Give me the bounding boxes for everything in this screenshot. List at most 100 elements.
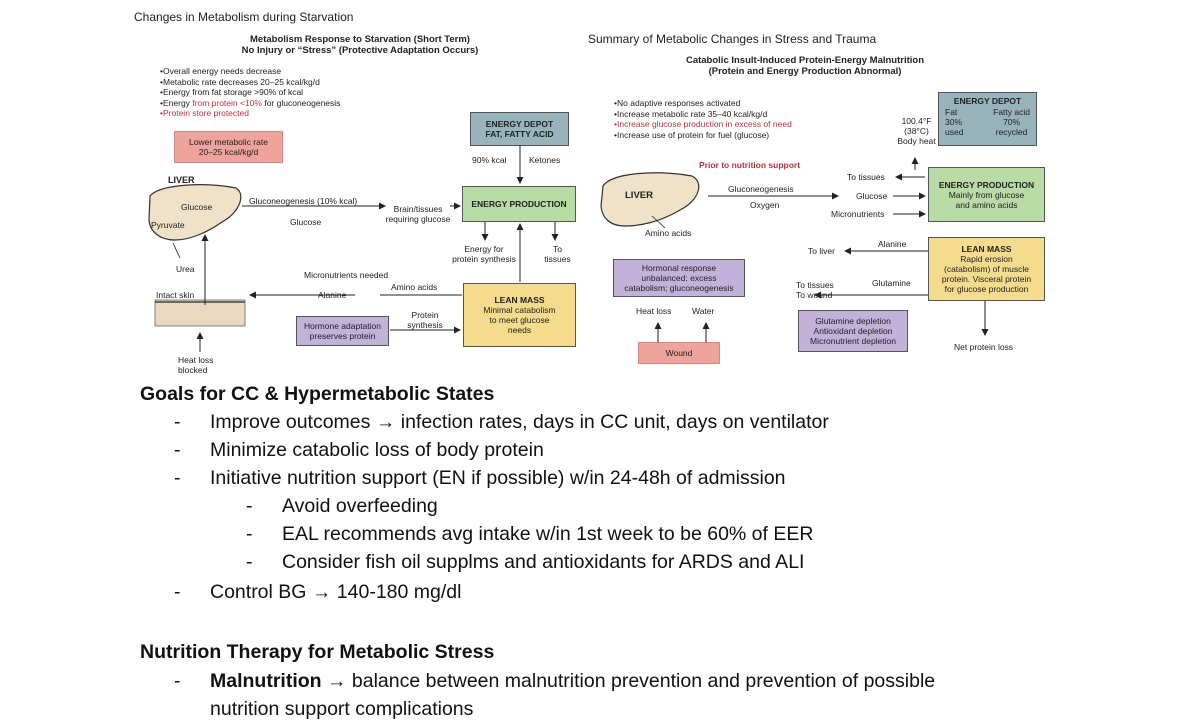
energy-for-line1: Energy for [464,244,504,254]
wound-label: Wound [665,348,693,358]
to-tissues-wound-line2: To wound [796,290,833,300]
to-tissues-label: To tissues [535,244,580,264]
left-figure-title: Changes in Metabolism during Starvation [134,10,354,24]
right-bullet-item: Increase metabolic rate 35–40 kcal/kg/d [614,109,792,120]
right-subtitle-line2: (Protein and Energy Production Abnormal) [708,66,902,77]
gluconeogenesis-right-label: Gluconeogenesis [728,184,794,194]
malnutrition-item: Malnutrition → balance between malnutrit… [210,670,935,693]
skin-strip [154,299,246,327]
liver-title: LIVER [168,175,195,185]
liver-shape [148,184,242,241]
goal-item: Control BG → 140-180 mg/dl [210,581,462,603]
kcal-90-label: 90% kcal [472,155,507,165]
bullet-highlight: from protein <10% [192,97,262,108]
urea-label: Urea [176,264,195,274]
alanine-label: Alanine [318,290,347,300]
to-liver-label: To liver [808,246,835,256]
liver-glucose-label: Glucose [181,202,213,212]
right-subtitle-line1: Catabolic Insult-Induced Protein-Energy … [685,55,925,66]
fa-recycled: recycled [995,127,1028,137]
fatty-acid-label: Fatty acid [993,107,1030,117]
bullet-dash: - [174,581,181,603]
left-bullet-item: Overall energy needs decrease [160,66,340,77]
bullet-dash: - [246,523,253,545]
bullet-text: Overall energy needs decrease [162,66,282,76]
heat-loss-blocked-label: Heat loss blocked [178,355,213,375]
bullet-dash: - [174,411,181,433]
left-bullet-list: Overall energy needs decreaseMetabolic r… [160,66,340,119]
to-tissues-line1: To [553,244,562,254]
protein-synthesis-label: Protein synthesis [400,310,450,330]
temp-line2: (38°C) [904,126,929,136]
glucose-label: Glucose [290,217,322,227]
bullet-text: for gluconeogenesis [261,97,341,108]
right-bullet-item: No adaptive responses activated [614,98,792,109]
heat-loss-line2: blocked [178,365,208,375]
to-tissues-line2: tissues [544,254,571,264]
gluconeogenesis-label: Gluconeogenesis (10% kcal) [249,196,358,206]
malnutrition-continuation: nutrition support complications [210,698,474,720]
lower-rate-line2: 20–25 kcal/kg/d [198,147,259,157]
bullet-text: Metabolic rate decreases 20–25 kcal/kg/d [162,76,320,87]
left-bullet-item: Protein store protected [160,108,340,119]
energy-for-synthesis-label: Energy for protein synthesis [444,244,524,264]
wound-box: Wound [638,342,720,364]
nutrition-therapy-heading: Nutrition Therapy for Metabolic Stress [140,641,495,663]
lm-line2: (catabolism) of muscle [943,264,1030,274]
left-bullet-item: Energy from protein <10% for gluconeogen… [160,98,340,109]
starvation-arrows [148,146,559,352]
water-label: Water [692,306,715,316]
glutamine-label: Glutamine [872,278,911,288]
energy-depot-right-title: ENERGY DEPOT [953,96,1022,106]
right-bullet-list: No adaptive responses activatedIncrease … [614,98,792,140]
to-tissues-wound-line1: To tissues [796,280,834,290]
bullet-dash: - [246,495,253,517]
malnutrition-text: → balance between malnutrition preventio… [321,670,936,692]
lean-mass-right-title: LEAN MASS [961,244,1012,254]
left-subtitle-line2: No Injury or “Stress” (Protective Adapta… [241,45,479,56]
fat-label: Fat [945,107,958,117]
bullet-dash: - [174,439,181,461]
depletion-box: Glutamine depletion Antioxidant depletio… [798,310,908,352]
left-bullet-item: Metabolic rate decreases 20–25 kcal/kg/d [160,77,340,88]
micronutrients-needed-label: Micronutrients needed [304,270,389,280]
energy-depot-line1: ENERGY DEPOT [485,119,554,129]
heat-loss-right-label: Heat loss [636,306,672,316]
amino-acids-right-label: Amino acids [645,228,692,238]
depletion-line3: Micronutrient depletion [810,336,896,346]
lean-mass-box: LEAN MASS Minimal catabolism to meet glu… [463,283,576,347]
brain-line1: Brain/tissues [393,204,443,214]
bullet-text: Energy from fat storage >90% of kcal [162,87,304,97]
protein-synth-line2: synthesis [407,320,443,330]
goal-subitem: Avoid overfeeding [282,495,438,517]
fat-pct: 30% [945,117,963,127]
heat-loss-line1: Heat loss [178,355,214,365]
energy-depot-line2: FAT, FATTY ACID [485,129,554,139]
goal-item: Minimize catabolic loss of body protein [210,439,544,461]
malnutrition-bold: Malnutrition [210,670,322,692]
micronutrients-label: Micronutrients [831,209,885,219]
depletion-line2: Antioxidant depletion [813,326,893,336]
right-bullet-item: Increase glucose production in excess of… [614,119,792,130]
hormone-adaptation-box: Hormone adaptation preserves protein [296,316,389,346]
right-figure-title: Summary of Metabolic Changes in Stress a… [588,32,877,46]
lean-mass-title: LEAN MASS [494,295,545,305]
left-subtitle-line1: Metabolism Response to Starvation (Short… [250,34,470,45]
hormone-line1: Hormone adaptation [303,321,382,331]
depletion-line1: Glutamine depletion [815,316,891,326]
hormonal-response-box: Hormonal response unbalanced: excess cat… [613,259,745,297]
energy-production-label: ENERGY PRODUCTION [471,199,567,209]
protein-synth-line1: Protein [411,310,439,320]
alanine-right-label: Alanine [878,239,907,249]
net-protein-loss-label: Net protein loss [954,342,1014,352]
temp-line1: 100.4°F [901,116,932,126]
fat-column: Fat 30% used [945,107,963,137]
left-bullet-item: Energy from fat storage >90% of kcal [160,87,340,98]
lean-mass-right-box: LEAN MASS Rapid erosion (catabolism) of … [928,237,1045,301]
intact-skin-label: Intact skin [156,290,195,300]
bullet-text: Energy [162,97,193,108]
stress-figure-labels: Summary of Metabolic Changes in Stress a… [0,0,1200,380]
lower-metabolic-rate-box: Lower metabolic rate 20–25 kcal/kg/d [174,131,283,163]
fa-pct: 70% [1003,117,1021,127]
goal-subitem: Consider fish oil supplms and antioxidan… [282,551,805,573]
